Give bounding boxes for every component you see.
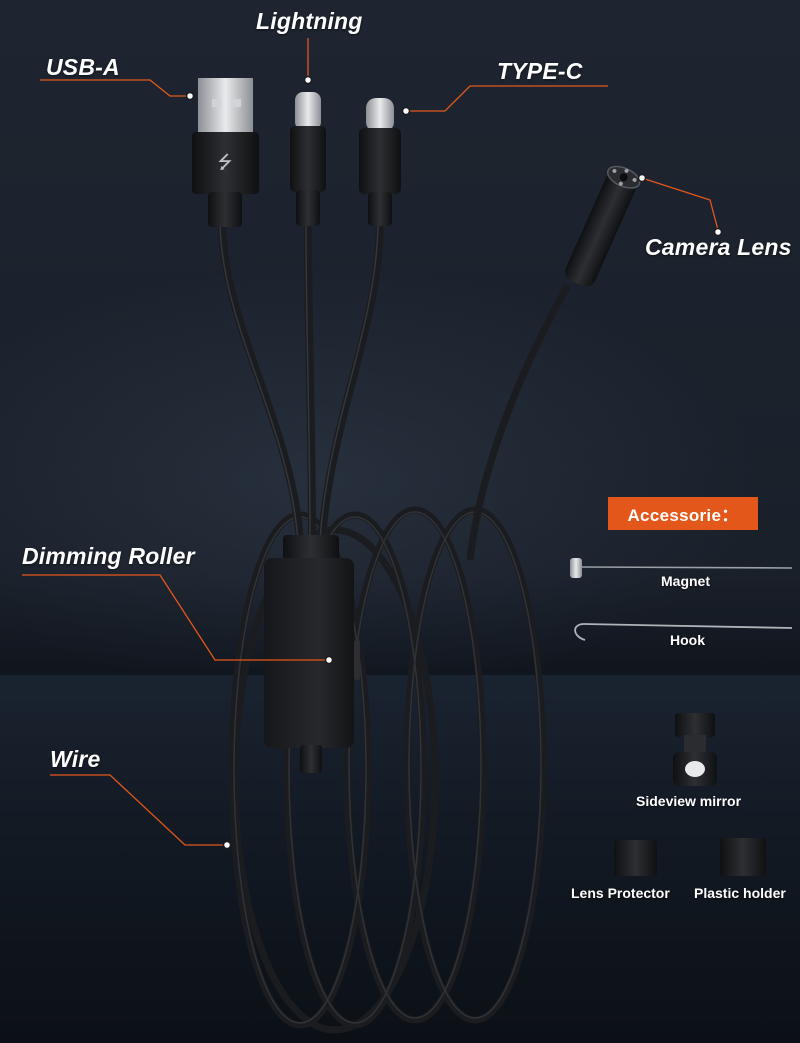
plastic-holder-label: Plastic holder xyxy=(694,885,786,901)
hook-accessory xyxy=(574,623,793,641)
wire-label: Wire xyxy=(50,746,101,772)
sideview-mirror-label: Sideview mirror xyxy=(636,793,742,809)
lens-protector-accessory xyxy=(614,840,657,876)
wire-coil xyxy=(228,506,547,1034)
lightning-label: Lightning xyxy=(256,8,363,34)
plastic-holder-accessory xyxy=(720,838,766,876)
lightning-plug xyxy=(290,92,326,226)
background-floor xyxy=(0,675,800,1043)
accessories-badge: Accessorie： xyxy=(608,497,758,530)
type-c-plug xyxy=(359,98,401,226)
branch-cables xyxy=(218,224,384,541)
callout-lines xyxy=(22,38,719,846)
magnet-accessory xyxy=(570,558,793,578)
svg-text:⭍: ⭍ xyxy=(218,152,233,173)
sideview-mirror-accessory xyxy=(673,713,717,786)
dimming-roller-label: Dimming Roller xyxy=(22,543,195,569)
hook-label: Hook xyxy=(670,632,705,648)
camera-lens-label: Camera Lens xyxy=(645,234,792,260)
usb-a-plug: ⭍ xyxy=(192,78,259,227)
magnet-label: Magnet xyxy=(661,573,710,589)
background-glow xyxy=(0,250,800,670)
usb-a-label: USB-A xyxy=(46,54,120,80)
camera-head xyxy=(565,165,641,287)
dimming-roller-box xyxy=(264,535,360,773)
type-c-label: TYPE-C xyxy=(497,58,583,84)
lens-protector-label: Lens Protector xyxy=(571,885,670,901)
camera-cable xyxy=(466,283,572,561)
